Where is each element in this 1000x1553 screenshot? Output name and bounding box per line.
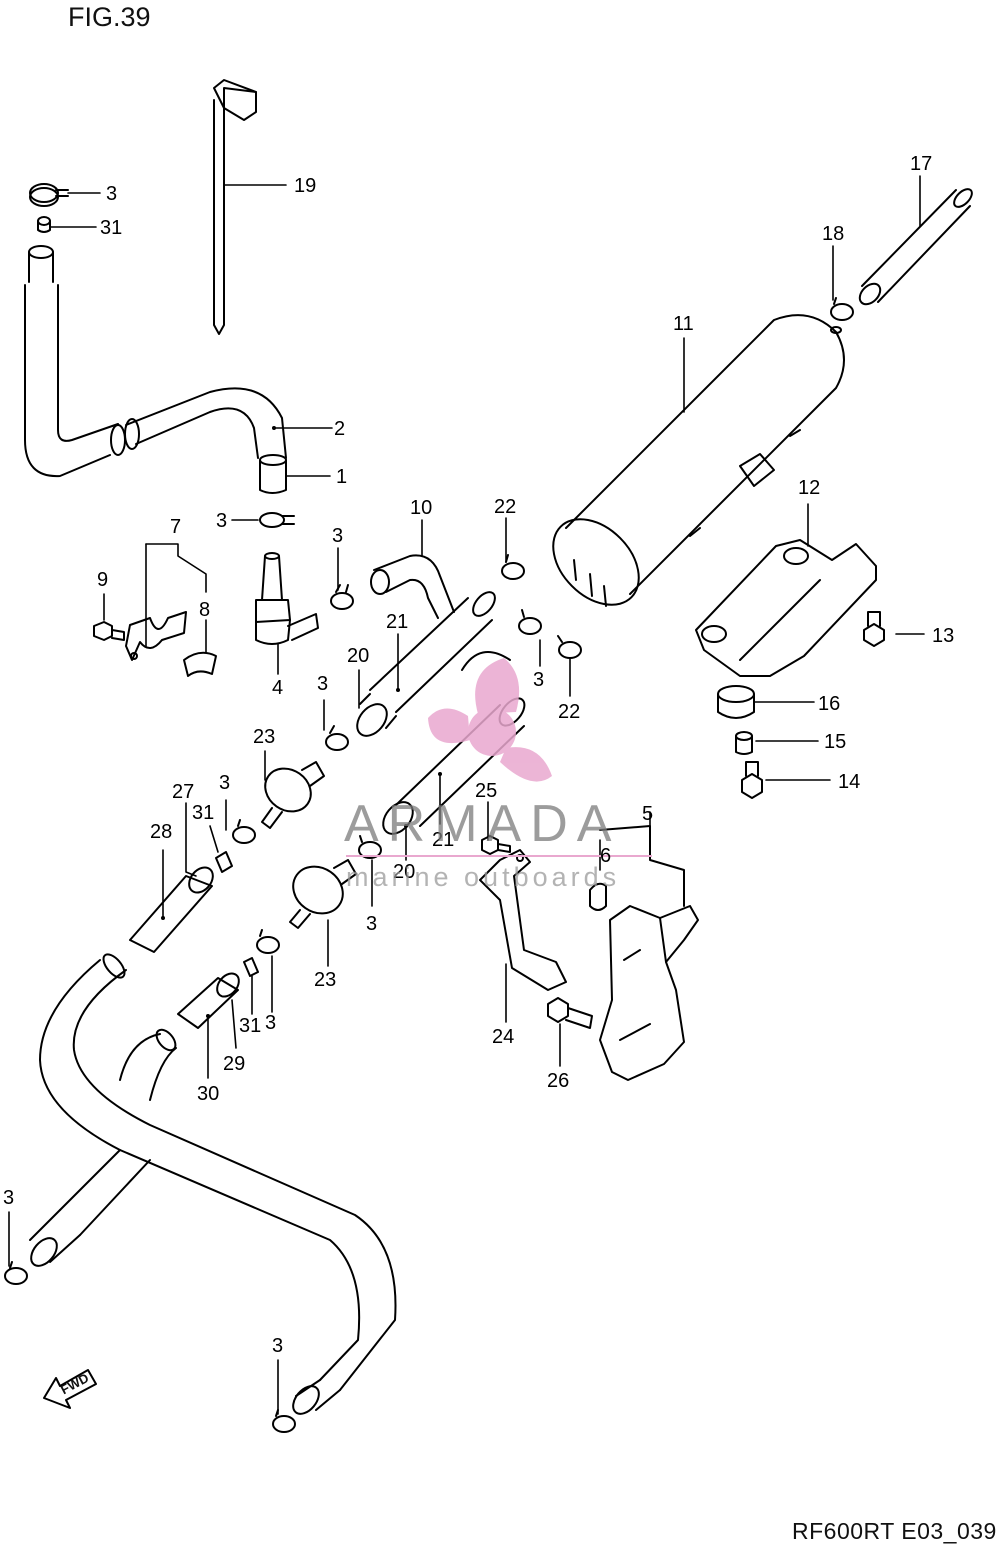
fuel-hose-part bbox=[24, 245, 287, 478]
hose-clamp-part bbox=[29, 183, 69, 207]
callout-3: 3 bbox=[265, 1012, 276, 1034]
callout-25: 25 bbox=[475, 780, 497, 802]
grommet-part bbox=[717, 685, 755, 719]
callout-10: 10 bbox=[410, 497, 432, 519]
grommet-part bbox=[183, 651, 217, 677]
callout-23: 23 bbox=[314, 969, 336, 991]
callout-22: 22 bbox=[494, 496, 516, 518]
callout-3: 3 bbox=[317, 673, 328, 695]
callout-6: 6 bbox=[600, 845, 611, 867]
bolt-part bbox=[481, 835, 593, 1029]
callout-24: 24 bbox=[492, 1026, 514, 1048]
callout-31: 31 bbox=[100, 217, 122, 239]
callout-21: 21 bbox=[386, 611, 408, 633]
bolt-part bbox=[93, 621, 125, 641]
watermark-name: ARMADA bbox=[344, 795, 621, 853]
callout-26: 26 bbox=[547, 1070, 569, 1092]
hose-clamp-part bbox=[259, 512, 295, 528]
strainer-part bbox=[289, 859, 357, 929]
callout-3: 3 bbox=[332, 525, 343, 547]
callout-27: 27 bbox=[172, 781, 194, 803]
cap-part bbox=[215, 851, 259, 977]
armada-logo-icon bbox=[428, 658, 552, 782]
figure-title: FIG.39 bbox=[68, 2, 151, 32]
callout-3: 3 bbox=[272, 1335, 283, 1357]
callout-23: 23 bbox=[253, 726, 275, 748]
callout-8: 8 bbox=[199, 599, 210, 621]
joint-part bbox=[129, 866, 214, 953]
hose-part bbox=[461, 651, 511, 671]
callout-9: 9 bbox=[97, 569, 108, 591]
callout-31: 31 bbox=[192, 802, 214, 824]
callout-4: 4 bbox=[272, 677, 283, 699]
pipe-part bbox=[259, 454, 287, 494]
callout-21: 21 bbox=[432, 829, 454, 851]
hose-part bbox=[370, 554, 455, 619]
callout-3: 3 bbox=[106, 183, 117, 205]
joint-part bbox=[177, 972, 240, 1029]
callout-29: 29 bbox=[223, 1053, 245, 1075]
fitting-part bbox=[255, 552, 319, 645]
cable-tie-part bbox=[213, 79, 257, 335]
callout-15: 15 bbox=[824, 731, 846, 753]
callout-labels: 17 18 11 19 3 31 2 1 3 7 9 8 4 3 10 22 1… bbox=[3, 153, 954, 1357]
callout-3: 3 bbox=[216, 510, 227, 532]
callout-7: 7 bbox=[170, 516, 181, 538]
clip-part bbox=[589, 882, 607, 911]
strainer-part bbox=[261, 761, 325, 829]
forward-arrow-icon bbox=[43, 1369, 97, 1409]
callout-12: 12 bbox=[798, 477, 820, 499]
callout-11: 11 bbox=[673, 313, 694, 335]
callout-30: 30 bbox=[197, 1083, 219, 1105]
bolt-part bbox=[741, 761, 763, 799]
callout-28: 28 bbox=[150, 821, 172, 843]
callout-16: 16 bbox=[818, 693, 840, 715]
callout-5: 5 bbox=[642, 803, 653, 825]
callout-13: 13 bbox=[932, 625, 954, 647]
bolt-part bbox=[863, 611, 885, 647]
callout-18: 18 bbox=[822, 223, 844, 245]
bracket-part bbox=[125, 611, 187, 661]
fuel-hose-part bbox=[29, 953, 397, 1415]
hose-part bbox=[858, 188, 973, 306]
callout-20: 20 bbox=[393, 861, 415, 883]
holder-part bbox=[599, 825, 699, 1081]
callout-31: 31 bbox=[239, 1015, 261, 1037]
callout-3: 3 bbox=[366, 913, 377, 935]
mounting-plate-part bbox=[695, 539, 877, 677]
cap-part bbox=[37, 216, 51, 233]
canister-part bbox=[552, 314, 845, 607]
leader-lines bbox=[8, 175, 925, 1415]
callout-20: 20 bbox=[347, 645, 369, 667]
callout-17: 17 bbox=[910, 153, 932, 175]
callout-3: 3 bbox=[3, 1187, 14, 1209]
callout-3: 3 bbox=[219, 772, 230, 794]
watermark-subtitle: marine outboards bbox=[346, 862, 621, 892]
leader-dots bbox=[161, 426, 442, 1018]
callout-2: 2 bbox=[334, 418, 345, 440]
collar-part bbox=[735, 731, 753, 755]
figure-code: RF600RT E03_039 bbox=[792, 1518, 997, 1544]
hose-clamp-part bbox=[4, 554, 582, 1433]
callout-1: 1 bbox=[336, 466, 347, 488]
callout-22: 22 bbox=[558, 701, 580, 723]
callout-3: 3 bbox=[533, 669, 544, 691]
callout-14: 14 bbox=[838, 771, 860, 793]
hose-clamp-part bbox=[830, 297, 854, 321]
fuel-filter-part bbox=[356, 591, 496, 737]
callout-19: 19 bbox=[294, 175, 316, 197]
